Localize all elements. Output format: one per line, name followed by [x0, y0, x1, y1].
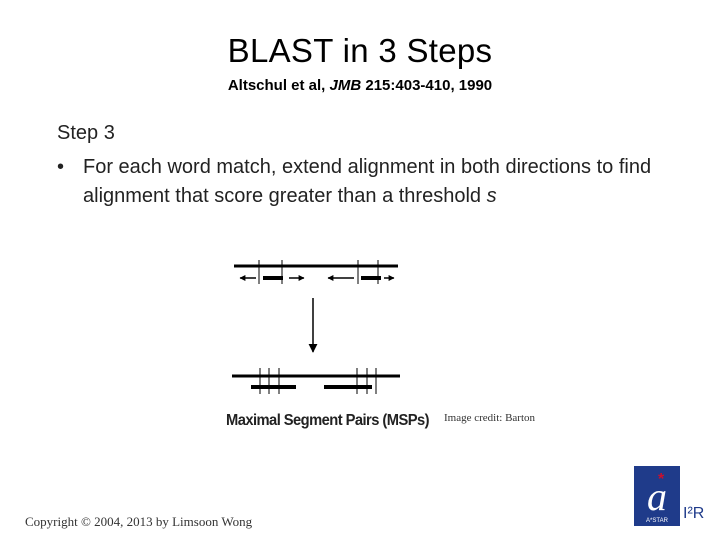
citation-reference: 215:403-410, 1990 [361, 77, 493, 94]
right-word-match [361, 276, 381, 280]
astar-i2r-logo: a * A*STAR I²R [634, 466, 704, 526]
svg-text:a: a [647, 474, 667, 519]
citation: Altschul et al, JMB 215:403-410, 1990 [0, 77, 720, 94]
slide-title: BLAST in 3 Steps [227, 32, 493, 69]
left-msp [251, 385, 296, 389]
msp-extension-diagram [232, 260, 400, 394]
citation-journal: JMB [329, 77, 362, 94]
left-word-match [263, 276, 283, 280]
threshold-variable: s [486, 185, 497, 207]
logo-side-text: I²R [683, 505, 704, 522]
bullet-dot: • [57, 156, 65, 178]
figure-caption: Maximal Segment Pairs (MSPs) [226, 412, 430, 429]
image-credit: Image credit: Barton [444, 412, 536, 424]
right-msp [324, 385, 372, 389]
logo-text: A*STAR [646, 518, 669, 524]
citation-authors: Altschul et al, [227, 77, 330, 94]
copyright-footer: Copyright © 2004, 2013 by Limsoon Wong [25, 514, 253, 529]
svg-text:*: * [658, 471, 665, 488]
bullet-body: For each word match, extend alignment in… [83, 156, 652, 207]
bullet-text: For each word match, extend alignment in… [83, 153, 673, 211]
step-heading: Step 3 [57, 122, 115, 144]
